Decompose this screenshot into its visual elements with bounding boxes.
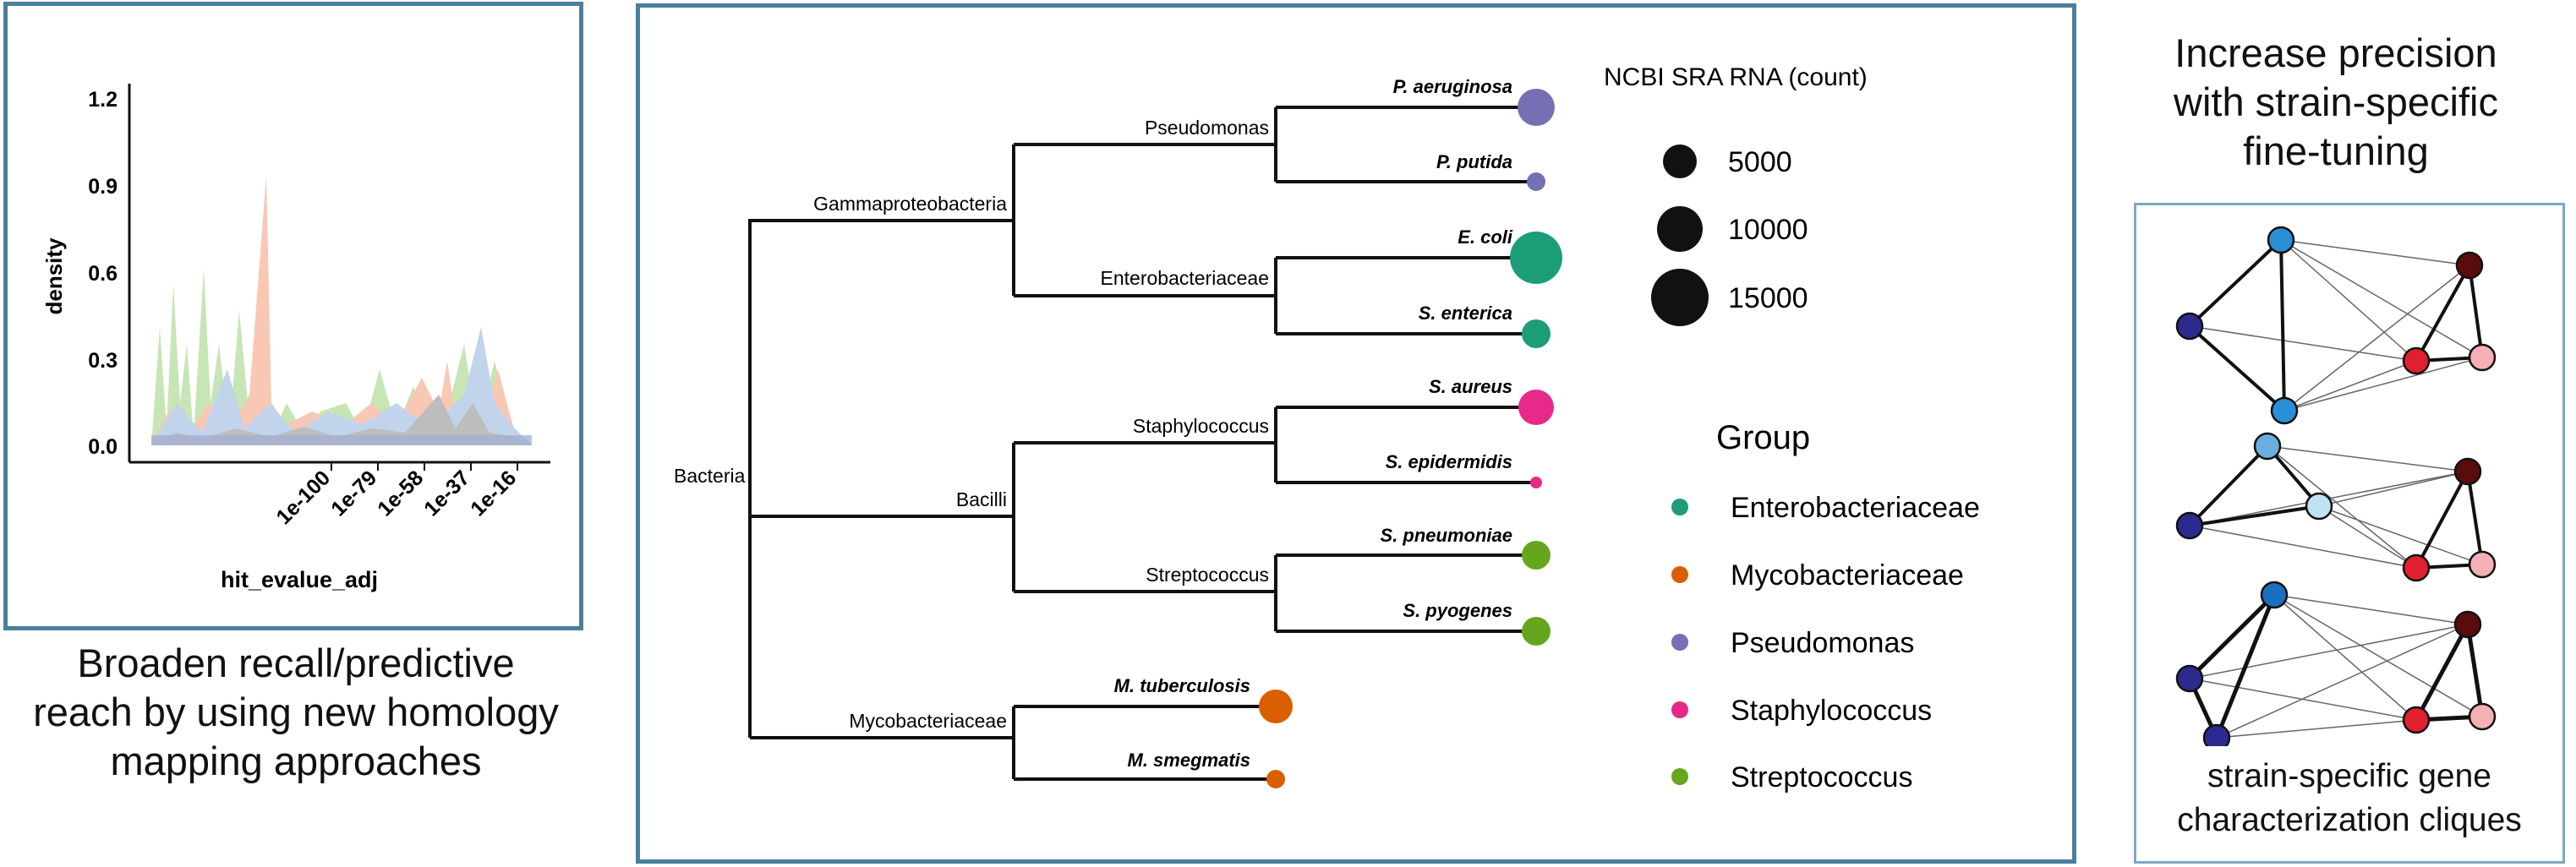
species-label: M. smegmatis xyxy=(1128,750,1251,771)
group-legend-dot xyxy=(1671,634,1688,651)
species-label: E. coli xyxy=(1458,226,1513,248)
x-tick: 1e-16 xyxy=(466,466,521,521)
tip-circle-p-aeruginosa xyxy=(1518,89,1555,126)
phylogeny-panel: Bacteria Gammaproteobacteria Bacilli Myc… xyxy=(636,3,2076,864)
size-legend: NCBI SRA RNA (count) 5000 10000 15000 xyxy=(1604,63,1868,326)
clique-node xyxy=(2305,492,2333,521)
tip-circle-m-smegmatis xyxy=(1266,770,1285,788)
clique-panel-caption: strain-specific gene characterization cl… xyxy=(2177,758,2522,838)
clique-node xyxy=(2175,664,2204,693)
clique-node xyxy=(2468,702,2497,731)
clique-node xyxy=(2468,343,2497,372)
clique-network-1 xyxy=(2175,226,2497,425)
x-tick: 1e-100 xyxy=(271,466,335,529)
group-legend-label: Staphylococcus xyxy=(1731,695,1932,727)
tip-circle-e-coli xyxy=(1510,232,1562,284)
root-label: Bacteria xyxy=(674,465,746,487)
density-trace-grey xyxy=(151,395,532,445)
x-tick: 1e-58 xyxy=(373,466,428,521)
species-label: S. aureus xyxy=(1429,376,1512,397)
tip-circle-s-aureus xyxy=(1518,390,1554,425)
species-label: P. aeruginosa xyxy=(1393,76,1512,97)
group-legend-label: Mycobacteriaceae xyxy=(1731,559,1964,592)
subclade-label: Streptococcus xyxy=(1146,564,1269,586)
group-legend-label: Streptococcus xyxy=(1731,761,1912,793)
species-label: S. epidermidis xyxy=(1386,451,1512,472)
clique-panel-title: Increase precision with strain-specific … xyxy=(2174,30,2498,173)
density-caption: Broaden recall/predictive reach by using… xyxy=(33,641,559,783)
species-label: S. pyogenes xyxy=(1403,600,1512,621)
size-legend-circle xyxy=(1657,206,1703,252)
group-legend-label: Pseudomonas xyxy=(1731,627,1914,659)
group-legend: Group Enterobacteriaceae Mycobacteriacea… xyxy=(1671,419,1980,793)
size-legend-circle xyxy=(1663,144,1697,178)
clique-network-3 xyxy=(2175,581,2497,752)
species-label: S. enterica xyxy=(1419,303,1512,324)
clique-node xyxy=(2267,226,2295,254)
y-tick: 0.3 xyxy=(88,349,118,373)
clique-node xyxy=(2455,251,2484,280)
tip-circle-s-epidermidis xyxy=(1530,477,1542,488)
group-legend-dot xyxy=(1671,566,1688,583)
tree-branches xyxy=(748,106,1536,781)
tree-node-labels: Bacteria Gammaproteobacteria Bacilli Myc… xyxy=(674,117,1269,732)
density-plot-panel: density 0.0 0.3 0.6 0.9 1.2 1e-100 1e-79… xyxy=(3,2,583,630)
clique-node xyxy=(2175,312,2204,341)
density-baseline-band xyxy=(151,435,532,445)
clique-node xyxy=(2402,553,2431,582)
tree-tip-circles xyxy=(1259,89,1562,788)
size-legend-title: NCBI SRA RNA (count) xyxy=(1604,63,1868,91)
tip-circle-m-tuberculosis xyxy=(1259,690,1293,723)
group-legend-title: Group xyxy=(1716,419,1810,456)
y-tick: 0.6 xyxy=(88,262,118,286)
clique-node xyxy=(2260,581,2289,609)
clique-panel: strain-specific gene characterization cl… xyxy=(2134,203,2565,864)
clique-networks xyxy=(2175,226,2497,752)
subclade-label: Enterobacteriaceae xyxy=(1101,267,1269,289)
clique-node xyxy=(2270,396,2299,425)
group-legend-dot xyxy=(1671,499,1688,515)
group-legend-label: Enterobacteriaceae xyxy=(1731,492,1980,524)
size-legend-label: 5000 xyxy=(1728,146,1792,178)
phylogeny-tree: Bacteria Gammaproteobacteria Bacilli Myc… xyxy=(674,63,1980,793)
species-label: S. pneumoniae xyxy=(1381,525,1512,546)
clique-node xyxy=(2175,511,2204,540)
subclade-label: Staphylococcus xyxy=(1133,415,1269,437)
density-x-label: hit_evalue_adj xyxy=(221,567,378,592)
clade-label: Gammaproteobacteria xyxy=(813,193,1007,215)
tip-circle-s-pyogenes xyxy=(1522,617,1551,646)
size-legend-circle xyxy=(1651,269,1709,326)
density-plot: density 0.0 0.3 0.6 0.9 1.2 1e-100 1e-79… xyxy=(41,84,550,592)
y-tick: 1.2 xyxy=(88,88,118,112)
clade-label: Bacilli xyxy=(956,488,1007,510)
tree-species-labels: P. aeruginosa P. putida E. coli S. enter… xyxy=(1114,76,1513,771)
species-label: P. putida xyxy=(1436,151,1512,172)
clade-label: Mycobacteriaceae xyxy=(849,710,1007,732)
density-y-ticks: 0.0 0.3 0.6 0.9 1.2 xyxy=(88,88,118,459)
clique-node xyxy=(2402,346,2431,375)
x-tick: 1e-37 xyxy=(419,466,474,521)
clique-node xyxy=(2468,550,2497,579)
species-label: M. tuberculosis xyxy=(1114,675,1250,696)
clique-node xyxy=(2253,432,2282,461)
clique-node xyxy=(2453,610,2482,639)
y-tick: 0.9 xyxy=(88,175,118,199)
clique-network-2 xyxy=(2175,432,2497,582)
size-legend-label: 10000 xyxy=(1728,214,1808,246)
density-y-label: density xyxy=(41,237,67,315)
clique-node xyxy=(2453,457,2482,486)
clique-node xyxy=(2402,706,2431,734)
size-legend-label: 15000 xyxy=(1728,282,1808,314)
subclade-label: Pseudomonas xyxy=(1145,117,1269,139)
clique-node xyxy=(2202,723,2231,752)
group-legend-dot xyxy=(1671,701,1688,718)
density-x-ticks: 1e-100 1e-79 1e-58 1e-37 1e-16 xyxy=(271,462,521,529)
x-tick: 1e-79 xyxy=(326,466,381,521)
tip-circle-p-putida xyxy=(1527,172,1545,191)
group-legend-dot xyxy=(1671,768,1688,785)
tip-circle-s-enterica xyxy=(1522,319,1551,348)
y-tick: 0.0 xyxy=(88,435,118,459)
tip-circle-s-pneumoniae xyxy=(1522,541,1551,570)
density-traces xyxy=(151,175,532,445)
